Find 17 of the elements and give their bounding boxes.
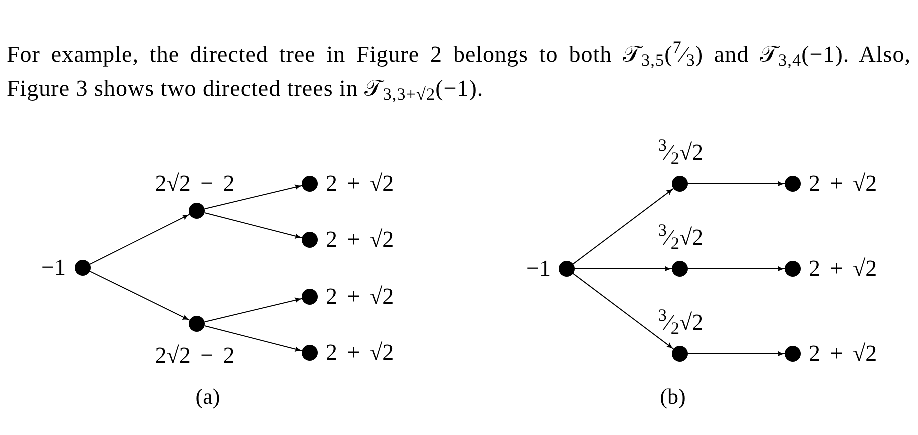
value-label: 2 + √2: [809, 256, 878, 282]
value-label: $^{3}$⁄$_{2}$√2: [658, 225, 704, 251]
value-label: 2 + √2: [326, 340, 394, 366]
value-label: 2√2 − 2: [155, 171, 235, 197]
subfigure-caption: (a): [196, 383, 220, 411]
value-label: 2 + √2: [809, 171, 878, 197]
value-label: 2√2 − 2: [155, 343, 235, 369]
value-label: 2 + √2: [326, 284, 394, 310]
value-label: −1: [42, 255, 66, 281]
subfigure-caption: (b): [660, 383, 686, 411]
value-label: 2 + √2: [809, 341, 878, 367]
value-label: 2 + √2: [326, 171, 394, 197]
value-label: −1: [526, 256, 551, 282]
paragraph: For example, the directed tree in Figure 2 belongs to both 𝒯$_{3,5}$($^{7}$⁄$_{3}$) and 𝒯$_{3,4}$(−1). Also, Figure 3 shows two directed trees in 𝒯$_{3,3+√2}$(−1).: [7, 38, 911, 106]
value-label: 2 + √2: [326, 227, 394, 253]
value-label: $^{3}$⁄$_{2}$√2: [658, 310, 704, 336]
value-label: $^{3}$⁄$_{2}$√2: [658, 140, 704, 166]
